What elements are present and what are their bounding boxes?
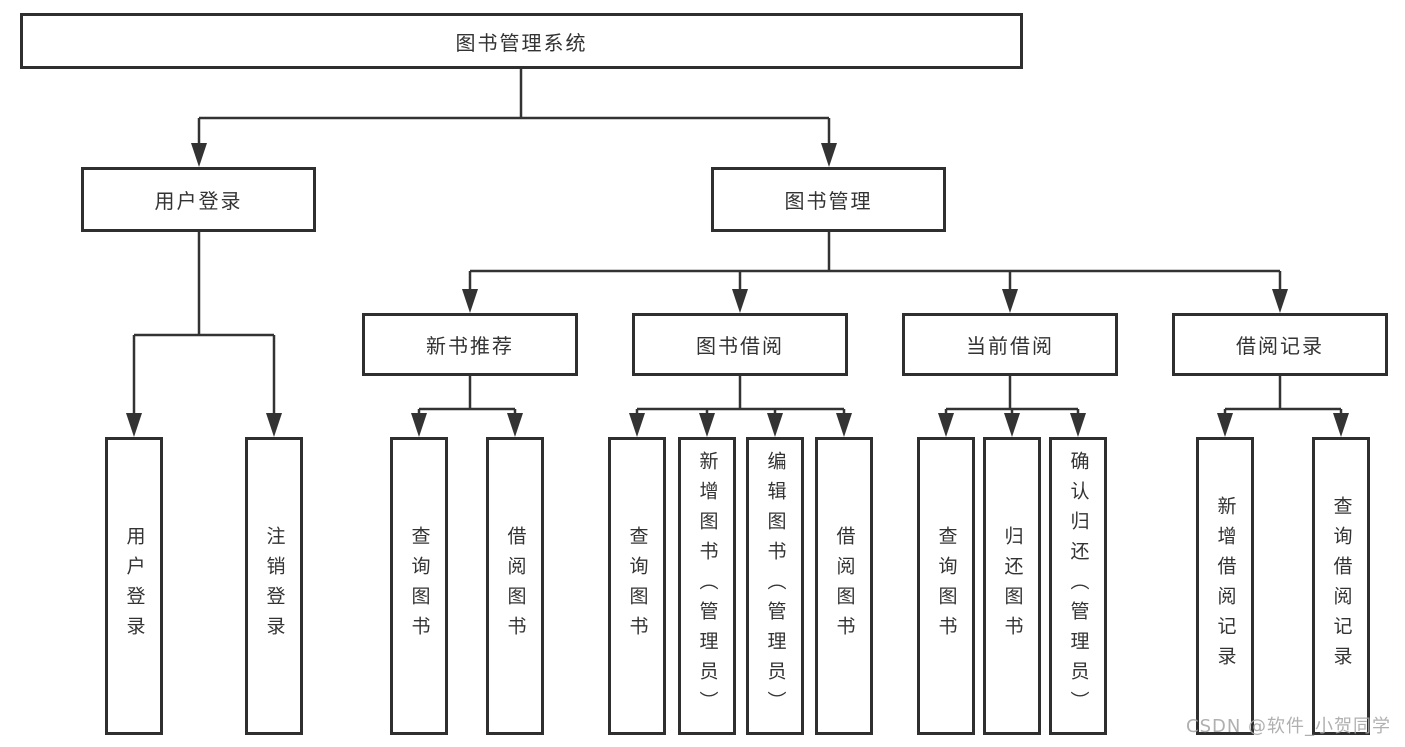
leaf-borrowing-borrow-books: 借阅图书 [815, 437, 873, 735]
connector-lines [132, 69, 1343, 415]
leaf-recommend-borrow-books: 借阅图书 [486, 437, 544, 735]
leaf-current-confirm-return-admin: 确认归还（管理员） [1049, 437, 1107, 735]
node-library-system: 图书管理系统 [20, 13, 1023, 69]
leaf-user-login: 用户登录 [105, 437, 163, 735]
node-new-book-recommend: 新书推荐 [362, 313, 578, 376]
node-current-borrowing: 当前借阅 [902, 313, 1118, 376]
watermark: CSDN @软件_小贺同学 [1186, 716, 1392, 737]
leaf-current-query-books: 查询图书 [917, 437, 975, 735]
leaf-records-query-record: 查询借阅记录 [1312, 437, 1370, 735]
leaf-current-return-books: 归还图书 [983, 437, 1041, 735]
node-book-management: 图书管理 [711, 167, 946, 232]
arrowhead-icons [126, 143, 1349, 437]
leaf-records-add-record: 新增借阅记录 [1196, 437, 1254, 735]
leaf-borrowing-query-books: 查询图书 [608, 437, 666, 735]
node-borrowing-records: 借阅记录 [1172, 313, 1388, 376]
leaf-logout: 注销登录 [245, 437, 303, 735]
leaf-recommend-query-books: 查询图书 [390, 437, 448, 735]
node-user-login: 用户登录 [81, 167, 316, 232]
node-book-borrowing: 图书借阅 [632, 313, 848, 376]
leaf-borrowing-edit-books-admin: 编辑图书（管理员） [746, 437, 804, 735]
leaf-borrowing-add-books-admin: 新增图书（管理员） [678, 437, 736, 735]
